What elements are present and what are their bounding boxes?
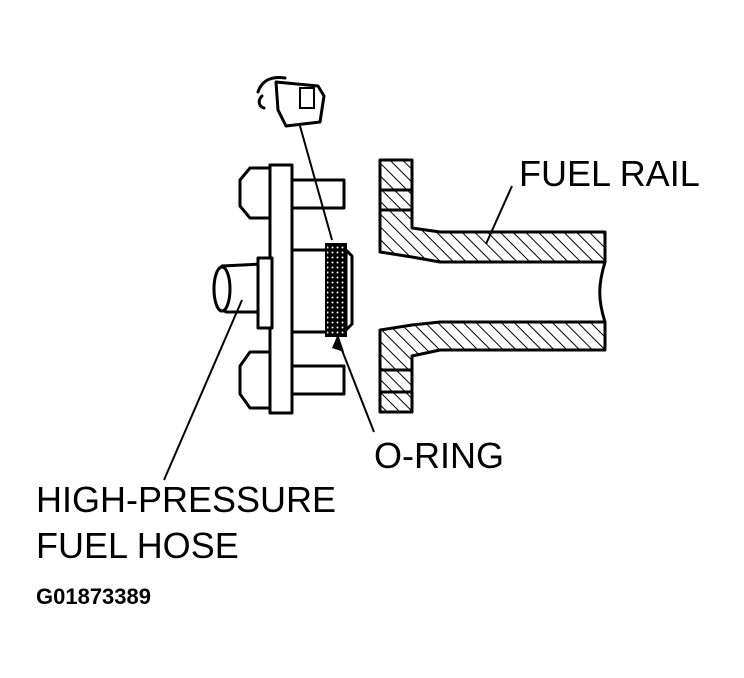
o-ring-label: O-RING [374,435,504,476]
clip-leader [299,125,333,241]
fuel-rail-label: FUEL RAIL [519,153,700,194]
hose-leader [163,299,243,481]
retaining-clip [256,76,326,128]
fuel-rail-leader [485,185,513,245]
hose-flange [212,163,354,415]
fuel-rail [378,158,607,414]
high-pressure-label: HIGH-PRESSURE [36,479,336,520]
fuel-hose-label: FUEL HOSE [36,525,239,566]
leader-lines [163,125,513,481]
o-ring-leader [337,339,375,433]
figure-id: G01873389 [36,584,151,609]
